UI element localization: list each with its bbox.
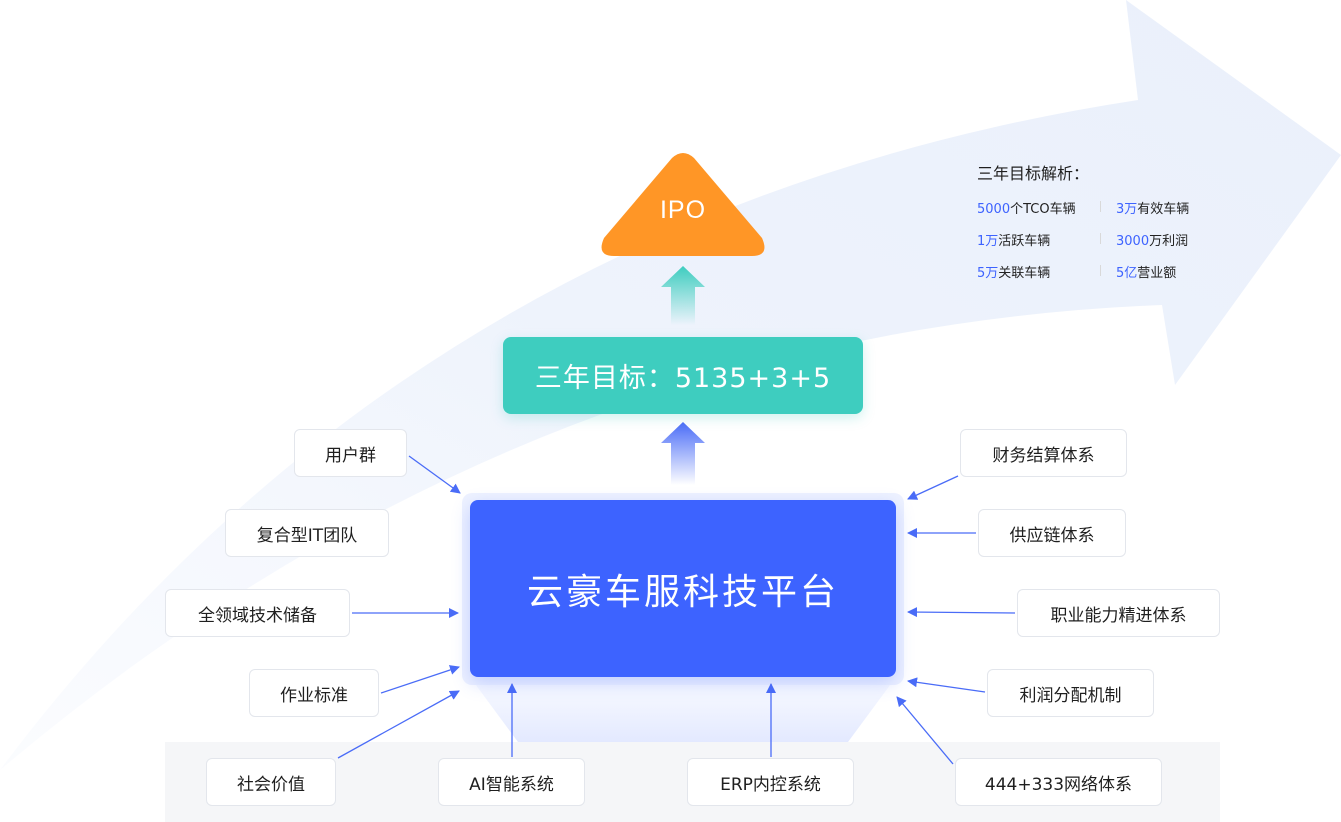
analysis-row: 5万关联车辆 5亿营业额: [977, 262, 1237, 294]
analysis-divider: [1100, 265, 1101, 276]
tech-reserve-box: 全领域技术储备: [165, 589, 350, 637]
analysis-divider: [1100, 201, 1101, 212]
analysis-number: 3万: [1116, 202, 1138, 217]
platform-glow: [470, 677, 896, 742]
arrow-career-system: [907, 607, 1016, 618]
work-standard-box: 作业标准: [249, 669, 379, 717]
analysis-item: 5000个TCO车辆: [977, 198, 1076, 217]
analysis-item: 5亿营业额: [1116, 262, 1176, 281]
analysis-text: 万利润: [1149, 234, 1189, 249]
analysis-item: 3000万利润: [1116, 230, 1188, 249]
analysis-row: 1万活跃车辆 3000万利润: [977, 230, 1237, 262]
platform-up-arrow: [661, 422, 705, 485]
ai-system-box: AI智能系统: [438, 758, 585, 806]
social-value-box: 社会价值: [206, 758, 336, 806]
analysis-title: 三年目标解析：: [977, 164, 1090, 183]
finance-system-box: 财务结算体系: [960, 429, 1127, 477]
analysis-number: 1万: [977, 234, 999, 249]
user-group-box: 用户群: [294, 429, 407, 477]
career-system-box: 职业能力精进体系: [1017, 589, 1220, 637]
supply-chain-box: 供应链体系: [978, 509, 1126, 557]
analysis-text: 个TCO车辆: [1010, 202, 1076, 217]
analysis-item: 3万有效车辆: [1116, 198, 1189, 217]
ipo-triangle: [601, 153, 765, 256]
goal-up-arrow: [661, 266, 705, 325]
platform-box: 云豪车服科技平台: [470, 500, 896, 677]
analysis-text: 营业额: [1137, 266, 1177, 281]
arrow-work-standard: [380, 665, 460, 694]
arrow-social-value: [337, 690, 460, 759]
arrow-user-group: [408, 455, 461, 494]
profit-distribution-box: 利润分配机制: [987, 669, 1154, 717]
arrow-profit-distribution: [907, 677, 986, 693]
analysis-item: 1万活跃车辆: [977, 230, 1050, 249]
analysis-text: 有效车辆: [1137, 202, 1190, 217]
it-team-box: 复合型IT团队: [225, 509, 389, 557]
analysis-text: 关联车辆: [998, 266, 1051, 281]
analysis-number: 5万: [977, 266, 999, 281]
analysis-number: 5000: [977, 202, 1011, 217]
analysis-text: 活跃车辆: [998, 234, 1051, 249]
arrow-finance-system: [907, 475, 959, 500]
analysis-row: 5000个TCO车辆 3万有效车辆: [977, 198, 1237, 230]
erp-system-box: ERP内控系统: [687, 758, 854, 806]
arrow-network-system: [896, 696, 954, 765]
goal-analysis-panel: 三年目标解析： 5000个TCO车辆 3万有效车辆 1万活跃车辆 3000万利润…: [977, 160, 1237, 294]
analysis-number: 3000: [1116, 234, 1150, 249]
analysis-item: 5万关联车辆: [977, 262, 1050, 281]
analysis-divider: [1100, 233, 1101, 244]
network-system-box: 444+333网络体系: [955, 758, 1162, 806]
ipo-label: IPO: [659, 196, 707, 224]
analysis-number: 5亿: [1116, 266, 1138, 281]
three-year-goal: 三年目标：5135+3+5: [503, 337, 863, 414]
